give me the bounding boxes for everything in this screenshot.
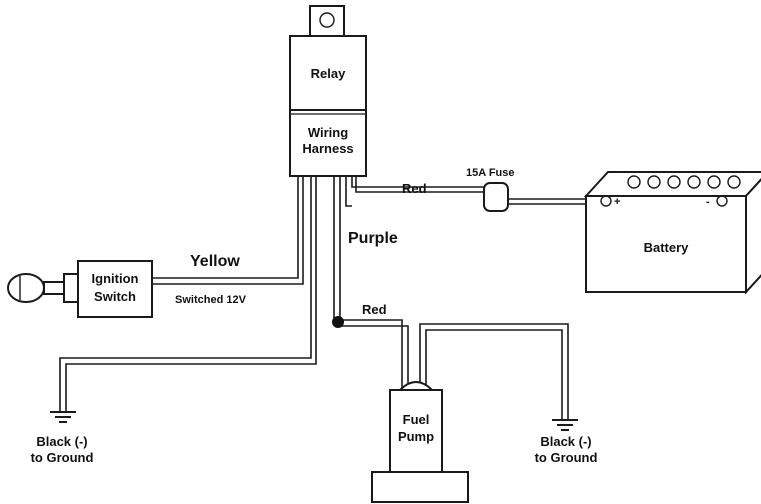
harness-label-2: Harness bbox=[302, 141, 353, 156]
ignition-switch-barrel bbox=[63, 273, 79, 303]
red-wire-pump-1 bbox=[333, 176, 403, 388]
red-pump-wire-label: Red bbox=[362, 302, 387, 317]
black-wire-ground-right-2 bbox=[425, 329, 563, 420]
battery-positive-terminal bbox=[600, 195, 612, 207]
splice-junction bbox=[332, 316, 344, 328]
red-wire-battery-a2 bbox=[355, 176, 484, 193]
ground-left-label-2: to Ground bbox=[31, 450, 94, 465]
fuse bbox=[483, 182, 509, 212]
ignition-switch-label-1: Ignition bbox=[92, 271, 139, 286]
harness-label-1: Wiring bbox=[308, 125, 348, 140]
yellow-wire-label: Yellow bbox=[190, 253, 240, 270]
ground-left-label-1: Black (-) bbox=[36, 434, 87, 449]
ground-symbol-right bbox=[552, 419, 578, 431]
purple-wire-label: Purple bbox=[348, 230, 398, 247]
battery-negative-terminal bbox=[716, 195, 728, 207]
yellow-wire-2 bbox=[152, 176, 304, 285]
battery-cell-cap bbox=[727, 175, 741, 189]
fuel-pump bbox=[389, 389, 443, 473]
ground-right-label-2: to Ground bbox=[535, 450, 598, 465]
ground-right-label-1: Black (-) bbox=[540, 434, 591, 449]
switched-12v-label: Switched 12V bbox=[175, 294, 247, 306]
battery-cell-cap bbox=[627, 175, 641, 189]
battery-cell-cap bbox=[647, 175, 661, 189]
yellow-wire-1 bbox=[152, 176, 299, 279]
fuse-label: 15A Fuse bbox=[466, 167, 515, 179]
battery-positive-label: + bbox=[614, 196, 620, 208]
relay-box bbox=[289, 35, 367, 177]
battery-cell-cap bbox=[687, 175, 701, 189]
black-wire-ground-left-1 bbox=[59, 176, 312, 412]
fuel-pump-label-2: Pump bbox=[398, 429, 434, 444]
battery-negative-label: - bbox=[706, 196, 710, 208]
fuel-pump-label-1: Fuel bbox=[403, 412, 430, 427]
ground-symbol-left bbox=[50, 411, 76, 423]
black-wire-ground-left-2 bbox=[65, 176, 317, 412]
red-wire-pump-2 bbox=[339, 176, 409, 388]
relay-mount-tab bbox=[309, 5, 345, 37]
battery-cell-cap bbox=[667, 175, 681, 189]
battery-cell-cap bbox=[707, 175, 721, 189]
fuel-pump-cap bbox=[397, 381, 435, 391]
purple-wire-stub bbox=[345, 176, 352, 207]
relay-label: Relay bbox=[311, 66, 346, 81]
relay-mount-hole bbox=[319, 12, 335, 28]
red-wire-battery-a1 bbox=[351, 176, 484, 188]
battery-label: Battery bbox=[644, 240, 690, 255]
ignition-key-blade bbox=[43, 281, 65, 295]
fuel-pump-base bbox=[371, 471, 469, 503]
ignition-switch-label-2: Switch bbox=[94, 289, 136, 304]
red-wire-label: Red bbox=[402, 181, 427, 196]
ignition-key-head bbox=[7, 273, 45, 303]
black-wire-ground-right-1 bbox=[419, 323, 569, 420]
